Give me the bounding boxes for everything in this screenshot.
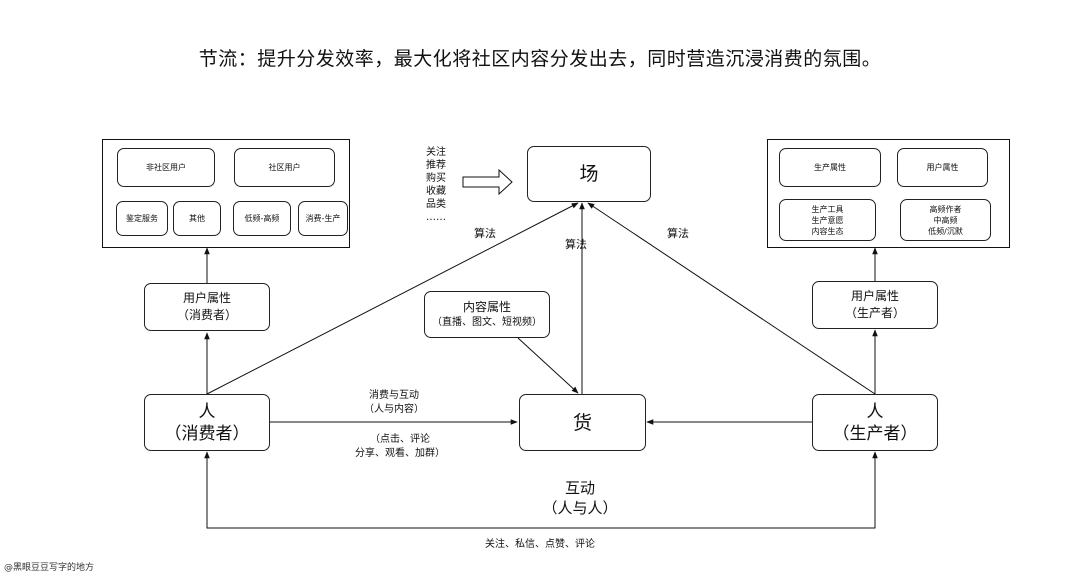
- page-title: 节流：提升分发效率，最大化将社区内容分发出去，同时营造沉浸消费的氛围。: [198, 48, 882, 70]
- input-category: 品类: [426, 199, 446, 210]
- hollow-arrow-icon: [462, 168, 513, 196]
- interaction-label: 互动 （人与人）: [525, 478, 635, 518]
- production-detail-box: 生产工具 生产意愿 内容生态: [779, 199, 876, 241]
- low-freq-silent-text: 低频/沉默: [928, 226, 963, 236]
- arrow-consumer-to-field: [206, 202, 579, 395]
- low-high-freq-box: 低频-高频: [233, 201, 291, 236]
- watermark: @黑眼豆豆写字的地方: [4, 563, 95, 573]
- community-user-box: 社区用户: [234, 148, 335, 187]
- algorithm-label-center: 算法: [565, 238, 587, 251]
- content-ecology-text: 内容生态: [811, 226, 844, 236]
- field-node: 场: [527, 146, 651, 202]
- interaction-subtitle: （人与人）: [542, 499, 618, 517]
- arrow-producer-to-field: [587, 202, 876, 395]
- algorithm-label-left: 算法: [474, 227, 496, 240]
- consume-interact-detail-2: 分享、观看、加群）: [355, 448, 445, 459]
- person-producer-role: （生产者）: [832, 423, 918, 444]
- consume-interact-label: 消费与互动 （人与内容）: [344, 389, 444, 417]
- person-consumer-role: （消费者）: [164, 423, 250, 444]
- user-detail-box: 高频作者 中高频 低频/沉默: [900, 199, 991, 241]
- content-attr-title: 内容属性: [462, 300, 511, 314]
- production-tools-text: 生产工具: [811, 204, 844, 214]
- arrow-content-to-goods: [517, 337, 579, 394]
- consumer-attr-title: 用户属性: [182, 291, 231, 305]
- person-consumer-node: 人 （消费者）: [144, 394, 270, 451]
- consumer-attr-box: 用户属性 （消费者）: [144, 283, 270, 331]
- input-follow: 关注: [426, 147, 446, 158]
- field-inputs-list: 关注 推荐 购买 收藏 品类 ……: [418, 146, 454, 224]
- appraisal-service-box: 鉴定服务: [116, 201, 168, 236]
- consume-interact-subtitle: （人与内容）: [364, 404, 424, 415]
- content-attr-box: 内容属性 （直播、图文、短视频）: [424, 291, 550, 338]
- input-purchase: 购买: [426, 173, 446, 184]
- consume-interact-details: （点击、评论 分享、观看、加群）: [340, 433, 460, 461]
- interaction-title: 互动: [564, 479, 595, 497]
- algorithm-label-right: 算法: [667, 227, 689, 240]
- content-attr-subtitle: （直播、图文、短视频）: [432, 317, 542, 328]
- input-recommend: 推荐: [426, 160, 446, 171]
- person-producer-title: 人: [866, 401, 884, 422]
- consume-produce-box: 消费-生产: [298, 201, 348, 236]
- other-box: 其他: [173, 201, 221, 236]
- production-attr-box: 生产属性: [779, 148, 881, 187]
- person-producer-node: 人 （生产者）: [812, 394, 938, 451]
- interaction-loop: [204, 451, 878, 529]
- non-community-user-box: 非社区用户: [117, 148, 215, 187]
- consumer-attr-subtitle: （消费者）: [176, 308, 237, 322]
- input-favorite: 收藏: [426, 186, 446, 197]
- producer-attr-box: 用户属性 （生产者）: [812, 281, 938, 329]
- high-freq-author-text: 高频作者: [929, 204, 962, 214]
- person-consumer-title: 人: [198, 401, 216, 422]
- goods-node: 货: [519, 394, 646, 451]
- input-etc: ……: [426, 212, 446, 223]
- user-attr-box: 用户属性: [897, 148, 988, 187]
- consume-interact-title: 消费与互动: [369, 390, 419, 401]
- producer-attr-subtitle: （生产者）: [844, 306, 905, 320]
- mid-high-freq-text: 中高频: [933, 215, 958, 225]
- consume-interact-detail-1: （点击、评论: [370, 434, 430, 445]
- interaction-detail: 关注、私信、点赞、评论: [485, 539, 595, 550]
- producer-attr-title: 用户属性: [850, 289, 899, 303]
- production-willingness-text: 生产意愿: [811, 215, 844, 225]
